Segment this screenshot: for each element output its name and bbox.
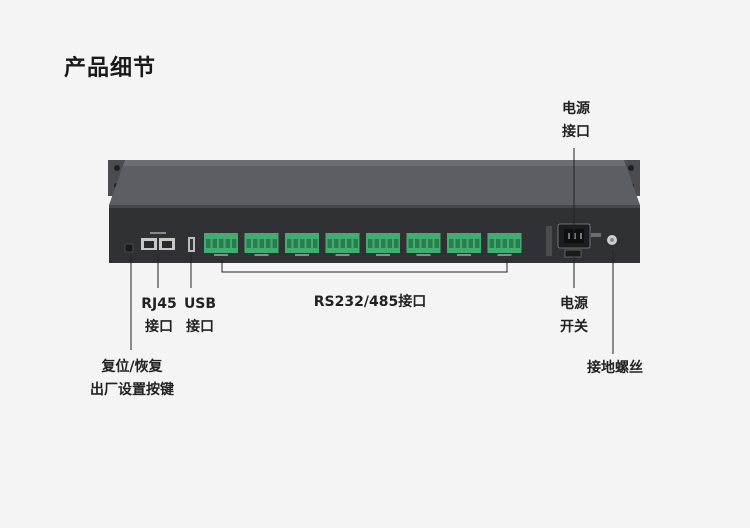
label-ground: 接地螺丝: [587, 360, 643, 376]
serial-terminal-4: [325, 233, 360, 256]
serial-terminal-3: [285, 233, 319, 256]
label-power-port: 电源 接口: [562, 101, 590, 140]
label-rj45: RJ45 接口: [141, 296, 177, 335]
page-title: 产品细节: [64, 56, 157, 81]
serial-terminal-1: [204, 233, 238, 256]
reset-button: [124, 243, 134, 253]
label-usb: USB 接口: [183, 296, 217, 335]
label-serial: RS232/485接口: [313, 294, 427, 310]
serial-bracket: [221, 260, 508, 273]
serial-terminal-2: [244, 233, 279, 256]
serial-terminal-7: [447, 233, 481, 256]
label-power-switch: 电源 开关: [560, 296, 588, 335]
serial-terminal-8: [487, 233, 522, 256]
power-switch: [564, 249, 582, 258]
serial-terminal-6: [406, 233, 441, 256]
serial-terminal-group: [204, 233, 522, 256]
device-top: [109, 160, 640, 205]
label-reset: 复位/恢复 出厂设置按键: [90, 359, 174, 398]
serial-terminal-5: [366, 233, 400, 256]
